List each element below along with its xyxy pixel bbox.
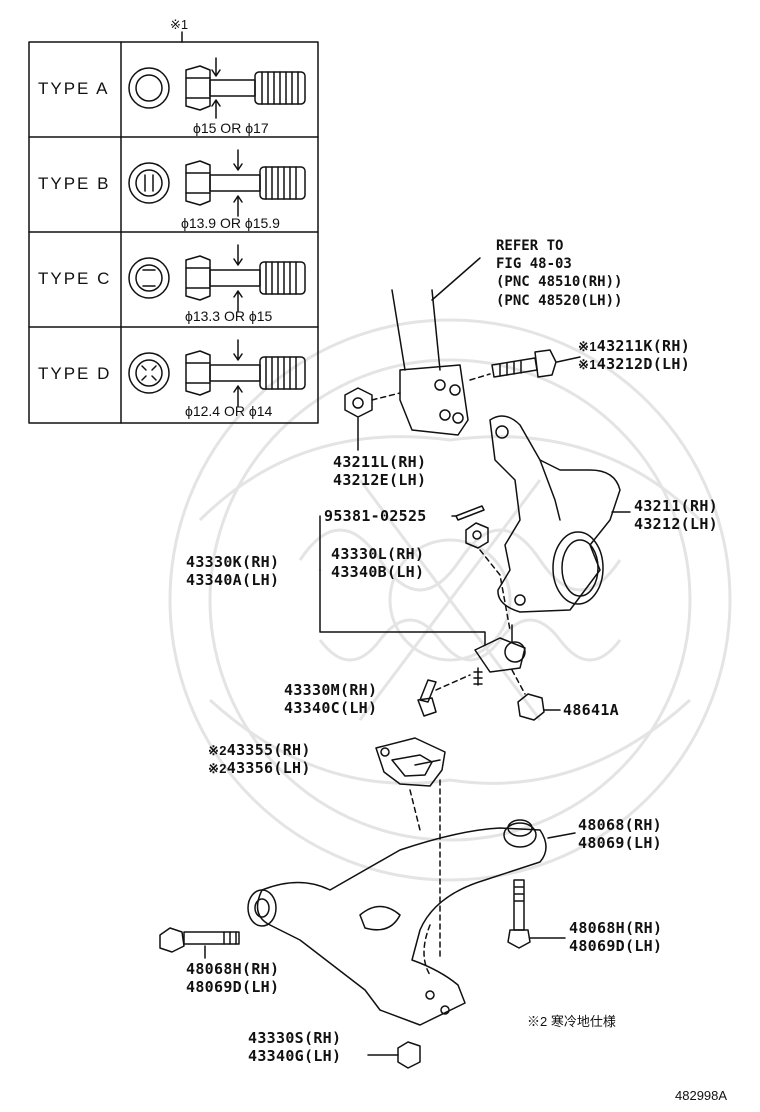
hub-bolt-type-a (128, 57, 306, 119)
label-48068[interactable]: 48068(RH) 48069(LH) (578, 816, 662, 852)
hub-bolt-type-b (128, 149, 306, 217)
lower-nut-48641a (511, 669, 561, 721)
ball-joint (473, 624, 526, 686)
cotter-pin (451, 505, 485, 521)
type-table-grid (28, 31, 319, 424)
label-48641a[interactable]: 48641A (563, 701, 619, 719)
hub-bolt-type-d (128, 339, 306, 407)
strut-nut (344, 387, 401, 451)
strut-bolt (469, 349, 581, 381)
type-b-diameter: ϕ13.9 OR ϕ15.9 (181, 215, 280, 231)
vertical-arm-bolt (507, 879, 566, 949)
type-b-label: TYPE B (38, 174, 111, 193)
refer-line-4: (PNC 48520(LH)) (496, 292, 623, 309)
figure-id: 482998A (675, 1088, 728, 1103)
type-table-mark: ※1 (170, 17, 189, 32)
label-48068h-horizontal[interactable]: 48068H(RH) 48069D(LH) (186, 960, 280, 996)
refer-line-3: (PNC 48510(RH)) (496, 274, 623, 291)
label-43330k[interactable]: 43330K(RH) 43340A(LH) (186, 553, 280, 589)
label-43211k[interactable]: ※143211K(RH) ※143212D(LH) (578, 337, 691, 373)
label-95381[interactable]: 95381-02525 (324, 507, 427, 525)
label-43355[interactable]: ※243355(RH) ※243356(LH) (208, 741, 311, 777)
label-43330l[interactable]: 43330L(RH) 43340B(LH) (331, 545, 425, 581)
steering-knuckle (489, 415, 631, 613)
bottom-nut (367, 1041, 421, 1069)
strut-assembly (391, 257, 481, 436)
label-43211[interactable]: 43211(RH) 43212(LH) (634, 497, 718, 533)
label-43211l[interactable]: 43211L(RH) 43212E(LH) (333, 453, 427, 489)
label-48068h-vertical[interactable]: 48068H(RH) 48069D(LH) (569, 919, 663, 955)
horizontal-arm-bolt (159, 927, 240, 959)
type-d-label: TYPE D (38, 364, 112, 383)
type-a-diameter: ϕ15 OR ϕ17 (193, 120, 269, 136)
stabilizer-bracket (375, 737, 446, 961)
type-a-label: TYPE A (38, 79, 110, 98)
ball-joint-nut (465, 522, 511, 631)
refer-line-1: REFER TO (496, 238, 564, 254)
ball-joint-leader (319, 569, 486, 646)
type-d-diameter: ϕ12.4 OR ϕ14 (185, 403, 273, 419)
type-c-diameter: ϕ13.3 OR ϕ15 (185, 308, 273, 324)
label-43330m[interactable]: 43330M(RH) 43340C(LH) (284, 681, 378, 717)
cold-region-note: ※2 寒冷地仕様 (527, 1014, 616, 1029)
refer-line-2: FIG 48-03 (496, 256, 572, 273)
refer-note: REFER TO FIG 48-03 (PNC 48510(RH)) (PNC … (496, 237, 622, 310)
lower-control-arm (247, 819, 576, 1026)
label-43330s[interactable]: 43330S(RH) 43340G(LH) (248, 1029, 342, 1065)
type-c-label: TYPE C (38, 269, 112, 288)
hub-bolt-type-c (128, 244, 306, 312)
ball-joint-bolt (417, 674, 471, 717)
